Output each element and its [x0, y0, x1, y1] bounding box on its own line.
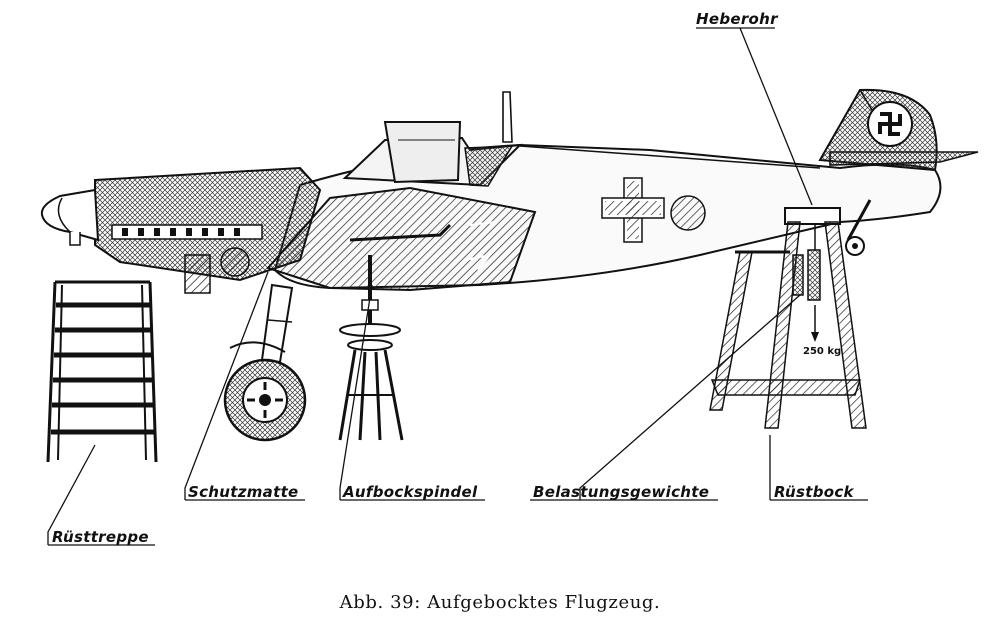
label-belastungsgewichte: Belastungsgewichte — [533, 483, 710, 501]
antenna-mast — [502, 91, 513, 143]
tail-wheel — [845, 199, 872, 256]
fuselage-emblem — [670, 195, 706, 231]
label-heberohr: Heberohr — [696, 10, 778, 28]
balkenkreuz-insignia — [601, 177, 665, 243]
leader-lines — [47, 27, 868, 546]
tail-fin — [818, 88, 938, 172]
label-schutzmatte: Schutzmatte — [188, 483, 299, 501]
label-ruesttreppe: Rüsttreppe — [52, 528, 149, 546]
propeller-spinner — [40, 188, 100, 246]
step-ladder — [46, 280, 158, 463]
canopy — [342, 121, 523, 187]
label-weight: 250 kg — [803, 346, 842, 357]
horizontal-stabilizer — [829, 151, 979, 166]
main-landing-gear — [223, 283, 307, 442]
wing-protective-mat — [266, 186, 537, 292]
figure-caption: Abb. 39: Aufgebocktes Flugzeug. — [339, 592, 661, 613]
engine — [94, 166, 322, 294]
jack-spindle — [338, 255, 404, 441]
label-aufbockspindel: Aufbockspindel — [343, 483, 478, 501]
trestle — [709, 207, 867, 429]
label-ruestbock: Rüstbock — [774, 483, 854, 501]
